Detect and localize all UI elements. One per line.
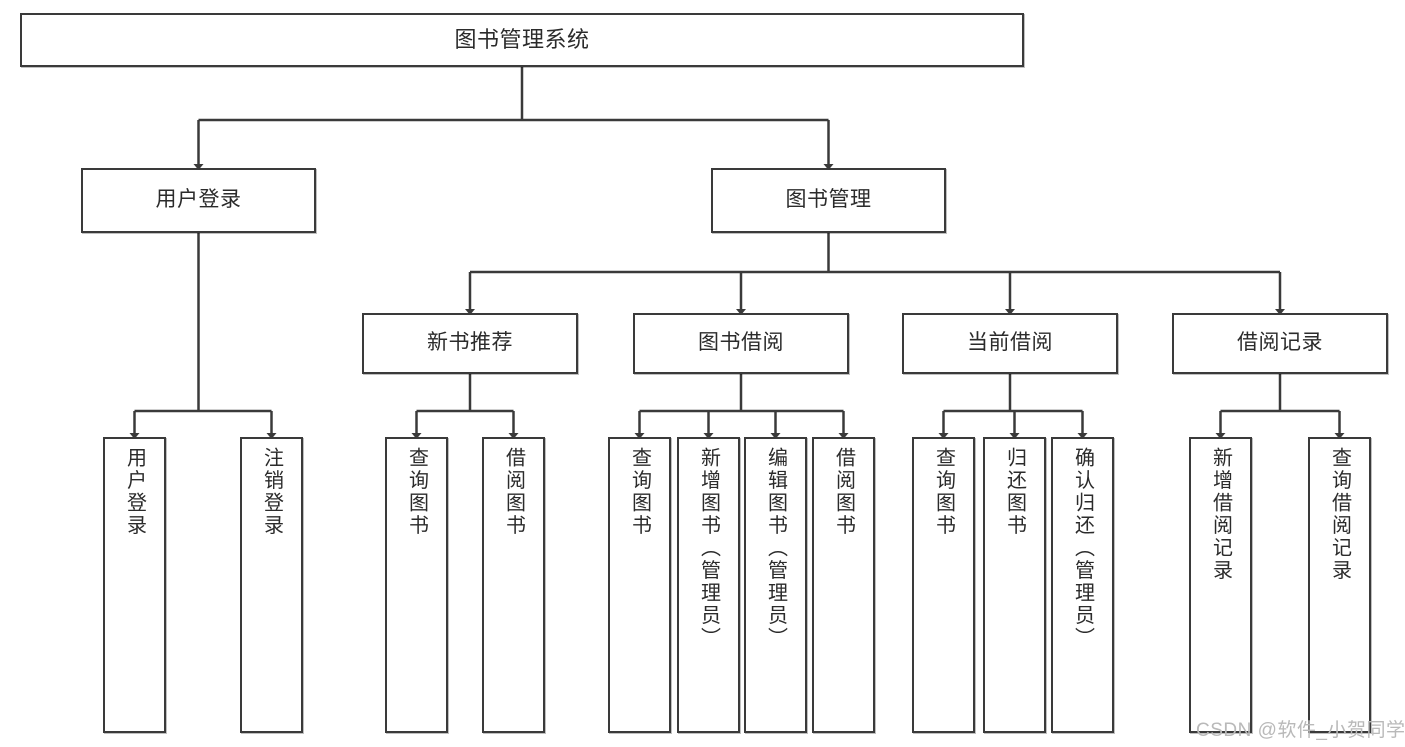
node-label: 新书推荐 bbox=[427, 331, 513, 355]
node-leaf8[interactable]: 借阅图书 bbox=[812, 437, 875, 733]
node-leaf4[interactable]: 借阅图书 bbox=[482, 437, 545, 733]
node-label: 图书管理系统 bbox=[454, 27, 590, 53]
node-leaf7[interactable]: 编辑图书（管理员） bbox=[744, 437, 807, 733]
node-label: 查询借阅记录 bbox=[1328, 447, 1351, 582]
node-label: 当前借阅 bbox=[967, 331, 1053, 355]
node-record[interactable]: 借阅记录 bbox=[1172, 313, 1388, 374]
node-label: 借阅图书 bbox=[502, 447, 525, 537]
node-leaf10[interactable]: 归还图书 bbox=[983, 437, 1046, 733]
node-leaf9[interactable]: 查询图书 bbox=[912, 437, 975, 733]
node-leaf11[interactable]: 确认归还（管理员） bbox=[1051, 437, 1114, 733]
node-leaf12[interactable]: 新增借阅记录 bbox=[1189, 437, 1252, 733]
node-root[interactable]: 图书管理系统 bbox=[20, 13, 1024, 67]
node-label: 确认归还（管理员） bbox=[1071, 447, 1094, 650]
node-current[interactable]: 当前借阅 bbox=[902, 313, 1118, 374]
node-label: 用户登录 bbox=[155, 188, 242, 212]
node-leaf13[interactable]: 查询借阅记录 bbox=[1308, 437, 1371, 733]
node-leaf1[interactable]: 用户登录 bbox=[103, 437, 166, 733]
node-leaf3[interactable]: 查询图书 bbox=[385, 437, 448, 733]
node-label: 图书借阅 bbox=[698, 331, 784, 355]
node-label: 查询图书 bbox=[628, 447, 651, 537]
node-label: 新增借阅记录 bbox=[1209, 447, 1232, 582]
node-label: 新增图书（管理员） bbox=[697, 447, 720, 650]
node-leaf2[interactable]: 注销登录 bbox=[240, 437, 303, 733]
node-label: 借阅记录 bbox=[1237, 331, 1323, 355]
node-label: 借阅图书 bbox=[832, 447, 855, 537]
node-label: 用户登录 bbox=[123, 447, 146, 537]
node-bookmgmt[interactable]: 图书管理 bbox=[711, 168, 946, 233]
node-label: 查询图书 bbox=[932, 447, 955, 537]
watermark-text: CSDN @软件_小贺同学 bbox=[1196, 720, 1405, 741]
node-label: 查询图书 bbox=[405, 447, 428, 537]
node-label: 注销登录 bbox=[260, 447, 283, 537]
node-login[interactable]: 用户登录 bbox=[81, 168, 316, 233]
node-leaf6[interactable]: 新增图书（管理员） bbox=[677, 437, 740, 733]
node-label: 编辑图书（管理员） bbox=[764, 447, 787, 650]
node-leaf5[interactable]: 查询图书 bbox=[608, 437, 671, 733]
node-label: 图书管理 bbox=[785, 188, 872, 212]
node-label: 归还图书 bbox=[1003, 447, 1026, 537]
node-newbook[interactable]: 新书推荐 bbox=[362, 313, 578, 374]
node-borrow[interactable]: 图书借阅 bbox=[633, 313, 849, 374]
edge-group bbox=[129, 67, 1345, 439]
